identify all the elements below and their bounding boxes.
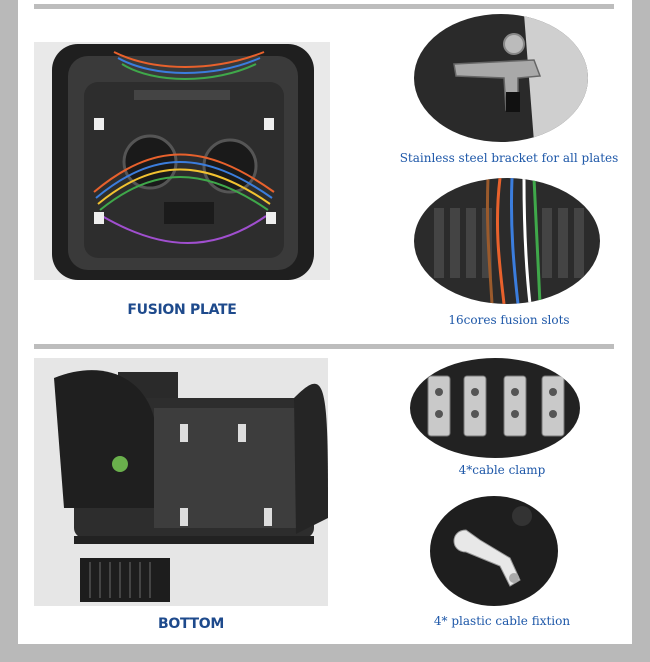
middle-divider [34,344,614,349]
fusion-slots-caption: 16cores fusion slots [448,313,570,327]
fusion-slots-photo [414,178,600,304]
cable-clamp-photo [410,358,580,458]
plastic-cable-fixation-photo [430,496,558,606]
stainless-bracket-photo [414,14,588,142]
fusion-plate-photo [34,42,330,280]
bottom-label: BOTTOM [157,616,225,632]
fusion-plate-label: FUSION PLATE [127,302,237,318]
top-divider [34,4,614,9]
stainless-bracket-caption: Stainless steel bracket for all plates [399,151,619,165]
plastic-cable-fixation-caption: 4* plastic cable fixtion [433,614,571,628]
bottom-photo [34,358,328,606]
cable-clamp-caption: 4*cable clamp [458,463,546,477]
